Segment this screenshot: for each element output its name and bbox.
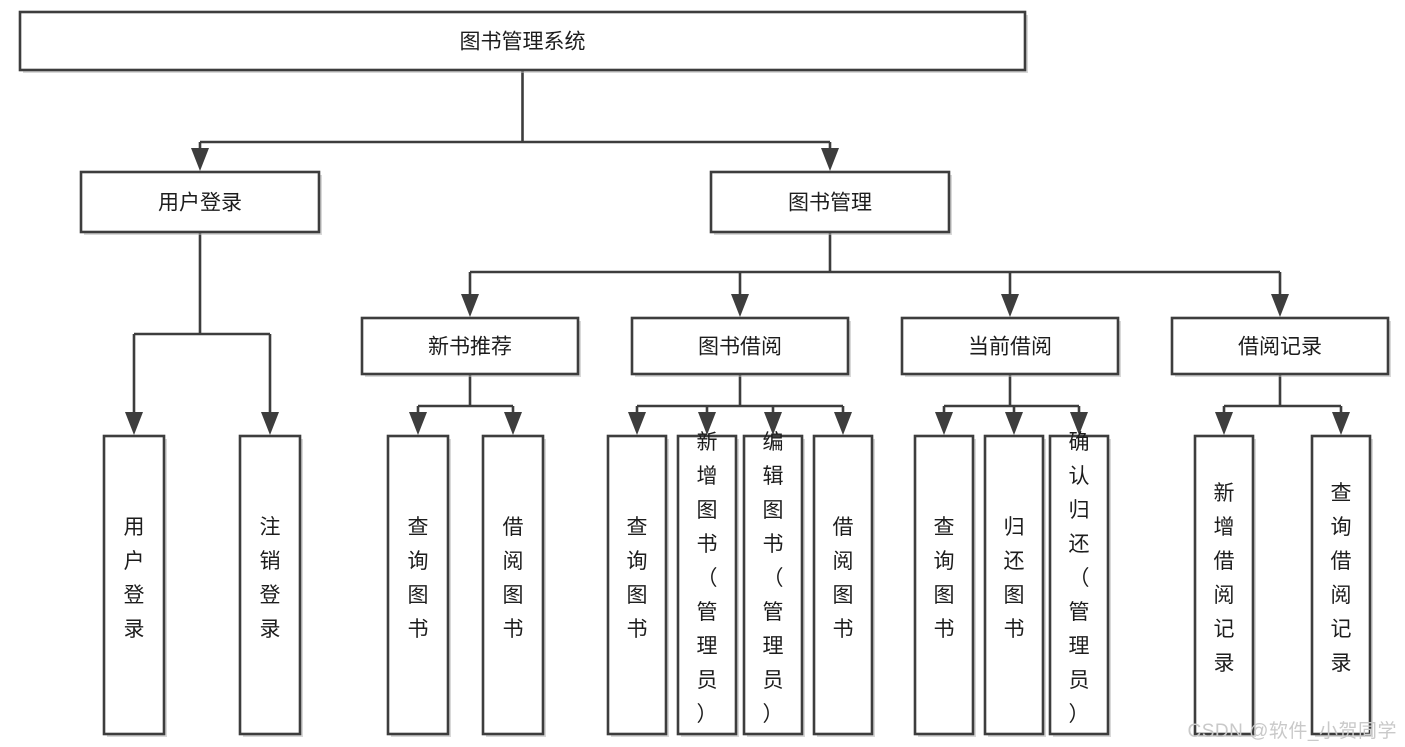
connector-group-book-manage [461,232,1289,317]
node-rect[interactable] [913,434,975,736]
node-leaf-confirm-return[interactable]: 确认归还（管理员） [1048,431,1111,737]
node-user-login[interactable]: 用户登录 [79,170,322,235]
node-leaf-borrow-book-bor[interactable]: 借阅图书 [812,434,875,737]
node-rect[interactable] [102,434,166,736]
node-leaf-edit-book[interactable]: 编辑图书（管理员） [742,431,805,737]
node-label: 用户登录 [158,192,242,215]
node-borrow-record[interactable]: 借阅记录 [1170,316,1391,377]
node-rect[interactable] [676,434,738,736]
arrowhead-icon [834,412,852,435]
node-rect[interactable] [79,170,321,234]
arrowhead-icon [461,294,479,317]
node-leaf-borrow-book-rec[interactable]: 借阅图书 [481,434,546,737]
arrowhead-icon [1001,294,1019,317]
node-label: 新增借阅记录 [1214,482,1235,675]
node-leaf-query-book-cur[interactable]: 查询图书 [913,434,976,737]
node-leaf-logout[interactable]: 注销登录 [238,434,303,737]
arrowhead-icon [261,412,279,435]
node-rect[interactable] [1193,434,1255,736]
connector-group-root [191,70,839,171]
arrowhead-icon [1070,412,1088,435]
node-rect[interactable] [630,316,850,376]
node-label: 借阅记录 [1238,336,1322,359]
node-label: 编辑图书（管理员） [763,431,784,726]
node-current-borrow[interactable]: 当前借阅 [900,316,1121,377]
arrowhead-icon [821,148,839,171]
connector-group-new-book-rec [409,374,522,435]
node-rect[interactable] [386,434,450,736]
node-rect[interactable] [1048,434,1110,736]
node-leaf-return-book[interactable]: 归还图书 [983,434,1046,737]
node-label: 借阅图书 [503,516,524,641]
node-leaf-query-record[interactable]: 查询借阅记录 [1310,434,1373,737]
connectors-layer [125,70,1350,435]
node-label: 查询借阅记录 [1331,482,1352,675]
node-leaf-add-record[interactable]: 新增借阅记录 [1193,434,1256,737]
node-label: 借阅图书 [833,516,854,641]
node-label: 图书管理 [788,192,872,215]
csdn-watermark: CSDN @软件_小贺同学 [1187,721,1397,742]
node-label: 注销登录 [260,516,281,641]
node-book-manage[interactable]: 图书管理 [709,170,952,235]
node-rect[interactable] [709,170,951,234]
arrowhead-icon [125,412,143,435]
node-label: 归还图书 [1004,516,1025,641]
node-rect[interactable] [742,434,804,736]
node-root[interactable]: 图书管理系统 [18,10,1028,73]
node-leaf-add-book[interactable]: 新增图书（管理员） [676,431,739,737]
connector-group-book-borrow [628,374,852,435]
node-rect[interactable] [606,434,668,736]
node-rect[interactable] [360,316,580,376]
arrowhead-icon [191,148,209,171]
arrowhead-icon [764,412,782,435]
node-label: 查询图书 [934,516,955,641]
node-label: 用户登录 [124,516,145,641]
arrowhead-icon [1005,412,1023,435]
node-label: 新书推荐 [428,336,512,359]
connector-group-borrow-record [1215,374,1350,435]
node-book-borrow[interactable]: 图书借阅 [630,316,851,377]
node-leaf-query-book-bor[interactable]: 查询图书 [606,434,669,737]
node-label: 当前借阅 [968,336,1052,359]
node-rect[interactable] [983,434,1045,736]
connector-group-current-borrow [935,374,1088,435]
arrowhead-icon [935,412,953,435]
node-leaf-query-book-rec[interactable]: 查询图书 [386,434,451,737]
node-leaf-user-login[interactable]: 用户登录 [102,434,167,737]
nodes-layer: 图书管理系统用户登录图书管理新书推荐图书借阅当前借阅借阅记录用户登录注销登录查询… [18,10,1391,737]
arrowhead-icon [1332,412,1350,435]
node-rect[interactable] [812,434,874,736]
node-rect[interactable] [1310,434,1372,736]
connector-group-user-login [125,232,279,435]
node-label: 查询图书 [627,516,648,641]
arrowhead-icon [628,412,646,435]
node-label: 图书借阅 [698,336,782,359]
arrowhead-icon [1215,412,1233,435]
node-new-book-rec[interactable]: 新书推荐 [360,316,581,377]
node-label: 新增图书（管理员） [697,431,718,726]
node-label: 查询图书 [408,516,429,641]
node-rect[interactable] [238,434,302,736]
arrowhead-icon [409,412,427,435]
node-rect[interactable] [1170,316,1390,376]
arrowhead-icon [1271,294,1289,317]
arrowhead-icon [731,294,749,317]
node-label: 确认归还（管理员） [1069,431,1090,726]
node-rect[interactable] [18,10,1027,72]
arrowhead-icon [698,412,716,435]
node-rect[interactable] [900,316,1120,376]
node-rect[interactable] [481,434,545,736]
arrowhead-icon [504,412,522,435]
node-label: 图书管理系统 [460,31,586,54]
